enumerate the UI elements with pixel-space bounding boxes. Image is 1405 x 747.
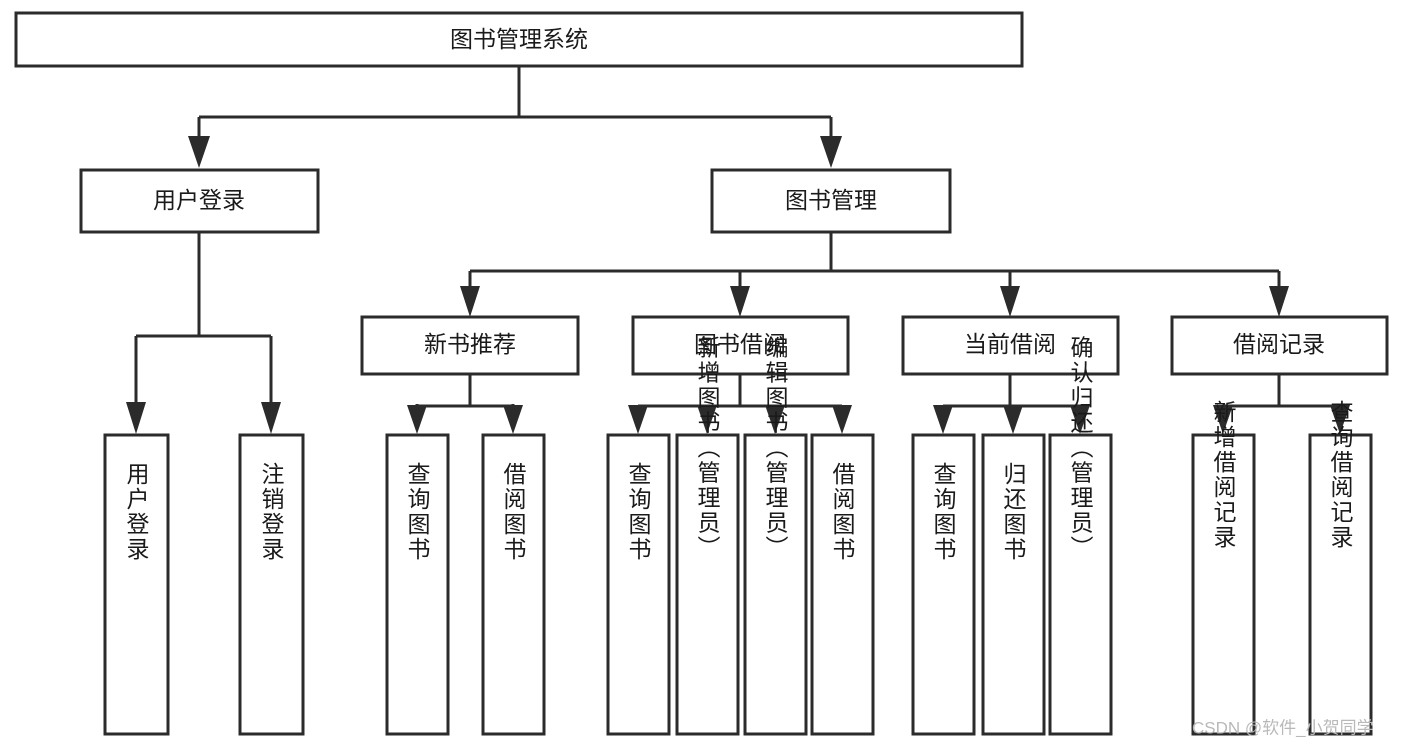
leaf-user-login-2-box[interactable] (238, 433, 305, 736)
leaf-book-borrow-2[interactable]: 新增图书（管理员） (675, 336, 740, 736)
leaf-borrow-record-2[interactable]: 查询借阅记录 (1308, 400, 1373, 736)
leaf-borrow-record-2-label: 查询借阅记录 (1327, 400, 1354, 550)
arrow-head-leaf-borrow-record-1 (1213, 405, 1233, 434)
leaf-current-borrow-1[interactable]: 查询图书 (911, 433, 976, 736)
leaf-book-borrow-2-box[interactable] (675, 433, 740, 736)
leaf-current-borrow-3-label: 确认归还（管理员） (1067, 336, 1094, 561)
leaf-user-login-1[interactable]: 用户登录 (103, 433, 170, 736)
leaf-current-borrow-1-label: 查询图书 (930, 462, 957, 562)
leaf-current-borrow-1-box[interactable] (911, 433, 976, 736)
leaf-new-book-recommend-1[interactable]: 查询图书 (385, 433, 450, 736)
arrow-head-user-login (188, 136, 210, 168)
leaf-new-book-recommend-2-box[interactable] (481, 433, 546, 736)
arrow-head-leaf-current-borrow-1 (933, 405, 953, 434)
node-new-book-recommend-box[interactable] (360, 315, 580, 376)
node-borrow-record[interactable]: 借阅记录 (1170, 315, 1389, 376)
arrow-head-leaf-borrow-record-2 (1330, 405, 1350, 434)
node-new-book-recommend[interactable]: 新书推荐 (360, 315, 580, 376)
arrow-head-leaf-book-borrow-3 (765, 405, 785, 434)
node-root-box[interactable] (14, 11, 1024, 68)
leaf-borrow-record-1-box[interactable] (1191, 433, 1256, 736)
leaf-new-book-recommend-2[interactable]: 借阅图书 (481, 433, 546, 736)
leaf-borrow-record-1-label: 新增借阅记录 (1210, 400, 1237, 550)
node-user-login-label: 用户登录 (153, 187, 245, 213)
leaf-new-book-recommend-1-label: 查询图书 (404, 462, 431, 562)
arrow-head-leaf-new-book-1 (407, 405, 427, 434)
leaf-borrow-record-1[interactable]: 新增借阅记录 (1191, 400, 1256, 736)
leaf-user-login-1-label: 用户登录 (123, 462, 150, 562)
node-book-borrow-box[interactable] (631, 315, 850, 376)
node-book-manage-box[interactable] (710, 168, 952, 234)
node-new-book-recommend-label: 新书推荐 (424, 331, 516, 357)
leaf-new-book-recommend-2-label: 借阅图书 (500, 462, 527, 562)
arrow-head-book-manage (820, 136, 842, 168)
leaf-book-borrow-3-label: 编辑图书（管理员） (762, 336, 789, 561)
arrow-head-book-borrow (730, 286, 750, 317)
arrow-head-leaf-book-borrow-4 (832, 405, 852, 434)
leaf-current-borrow-2[interactable]: 归还图书 (981, 433, 1046, 736)
leaf-book-borrow-4[interactable]: 借阅图书 (810, 433, 875, 736)
leaf-book-borrow-4-box[interactable] (810, 433, 875, 736)
node-book-manage[interactable]: 图书管理 (710, 168, 952, 234)
arrow-head-current-borrow (1000, 286, 1020, 317)
connector-layer (126, 66, 1350, 434)
leaf-new-book-recommend-1-box[interactable] (385, 433, 450, 736)
leaf-book-borrow-1[interactable]: 查询图书 (606, 433, 671, 736)
leaf-book-borrow-3[interactable]: 编辑图书（管理员） (743, 336, 808, 736)
arrow-head-new-book-recommend (460, 286, 480, 317)
arrow-head-leaf-book-borrow-1 (628, 405, 648, 434)
node-root[interactable]: 图书管理系统 (14, 11, 1024, 68)
node-book-manage-label: 图书管理 (785, 187, 877, 213)
arrow-head-leaf-user-login-2 (261, 402, 281, 434)
leaf-book-borrow-1-box[interactable] (606, 433, 671, 736)
leaf-user-login-1-box[interactable] (103, 433, 170, 736)
node-borrow-record-box[interactable] (1170, 315, 1389, 376)
node-user-login[interactable]: 用户登录 (79, 168, 320, 234)
leaf-book-borrow-4-label: 借阅图书 (829, 462, 856, 562)
node-book-borrow-label: 图书借阅 (694, 331, 786, 357)
node-user-login-box[interactable] (79, 168, 320, 234)
arrow-head-leaf-book-borrow-2 (697, 405, 717, 434)
leaf-book-borrow-3-box[interactable] (743, 433, 808, 736)
leaf-borrow-record-2-box[interactable] (1308, 433, 1373, 736)
node-current-borrow-label: 当前借阅 (964, 331, 1056, 357)
arrow-head-leaf-current-borrow-2 (1003, 405, 1023, 434)
node-book-borrow[interactable]: 图书借阅 (631, 315, 850, 376)
leaf-book-borrow-1-label: 查询图书 (625, 462, 652, 562)
node-current-borrow-box[interactable] (901, 315, 1120, 376)
node-borrow-record-label: 借阅记录 (1233, 331, 1325, 357)
watermark-label: CSDN @软件_小贺同学 (1192, 718, 1374, 737)
leaf-current-borrow-2-box[interactable] (981, 433, 1046, 736)
leaf-user-login-2[interactable]: 注销登录 (238, 433, 305, 736)
arrow-head-leaf-user-login-1 (126, 402, 146, 434)
leaf-current-borrow-3[interactable]: 确认归还（管理员） (1048, 336, 1113, 736)
leaf-user-login-2-label: 注销登录 (258, 462, 285, 562)
node-root-label: 图书管理系统 (450, 26, 588, 52)
arrow-head-leaf-current-borrow-3 (1070, 405, 1090, 434)
arrow-head-borrow-record (1269, 286, 1289, 317)
arrow-head-leaf-new-book-2 (503, 405, 523, 434)
leaf-current-borrow-3-box[interactable] (1048, 433, 1113, 736)
leaf-current-borrow-2-label: 归还图书 (1000, 462, 1027, 562)
node-current-borrow[interactable]: 当前借阅 (901, 315, 1120, 376)
leaf-book-borrow-2-label: 新增图书（管理员） (694, 336, 721, 561)
